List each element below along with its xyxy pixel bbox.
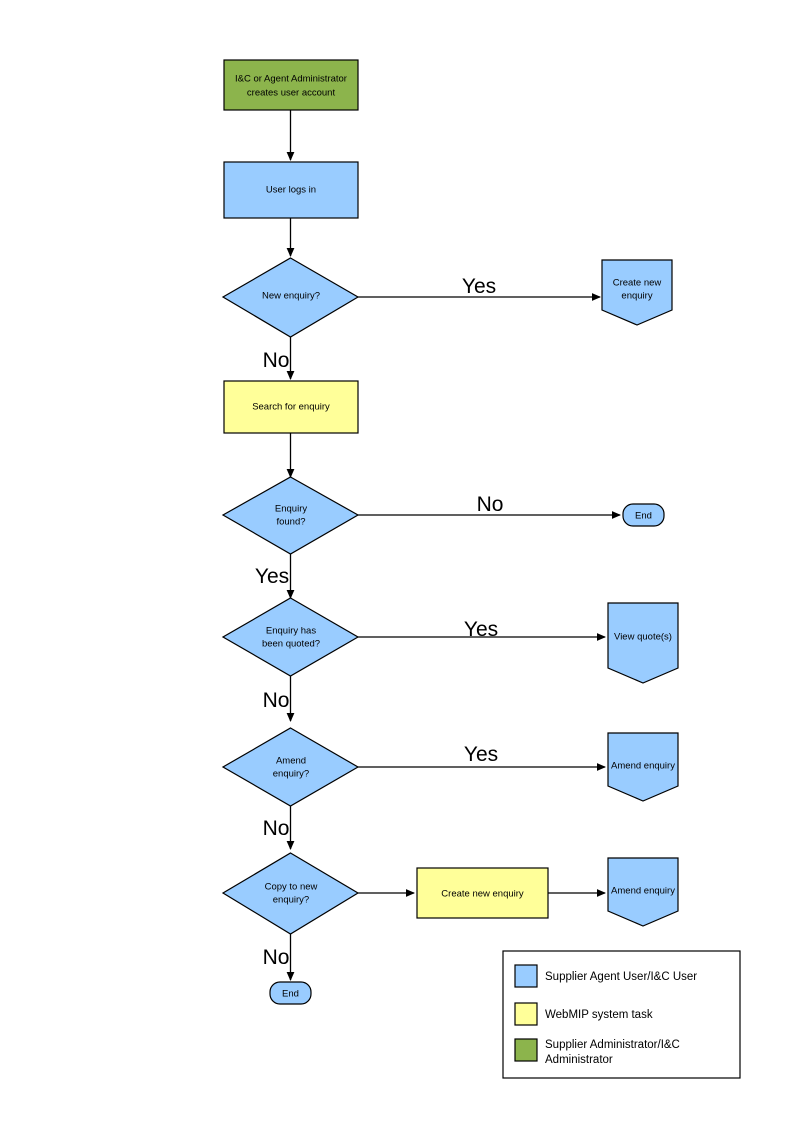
amend-enquiry-bottom-shape[interactable] <box>607 857 679 927</box>
enquiry-found-decision-label-2: found? <box>276 517 305 528</box>
node-admin-creates-account[interactable]: I&C or Agent Administrator creates user … <box>223 59 359 111</box>
copy-to-new-decision-label-1: Copy to new <box>265 882 318 893</box>
copy-to-new-decision-label-2: enquiry? <box>273 895 309 906</box>
enquiry-found-decision-shape[interactable] <box>221 476 360 555</box>
end-top-shape[interactable] <box>622 503 665 527</box>
end-bottom-shape[interactable] <box>269 981 312 1005</box>
connectors <box>286 110 621 981</box>
enquiry-quoted-decision-shape[interactable] <box>221 597 360 677</box>
user-logs-in-label: User logs in <box>266 185 316 196</box>
node-search-for-enquiry[interactable]: Search for enquiry <box>223 380 359 434</box>
edge-label-quoted-yes: Yes <box>464 618 498 641</box>
search-for-enquiry-shape[interactable] <box>223 380 359 434</box>
amend-enquiry-decision-label-1: Amend <box>276 756 306 767</box>
node-user-logs-in[interactable]: User logs in <box>223 161 359 219</box>
amend-enquiry-bottom-label: Amend enquiry <box>611 886 675 897</box>
legend-swatch-system-yellow <box>514 1002 538 1026</box>
node-amend-enquiry-decision[interactable]: Amend enquiry? <box>221 727 360 807</box>
edge-label-new-enquiry-no: No <box>263 349 290 372</box>
legend-item-supplier-agent-user: Supplier Agent User/I&C User <box>514 964 697 988</box>
create-new-enquiry-bottom-shape[interactable] <box>416 867 549 919</box>
enquiry-quoted-decision-label-2: been quoted? <box>262 639 320 650</box>
copy-to-new-decision-shape[interactable] <box>221 852 360 935</box>
legend-swatch-admin-green <box>514 1038 538 1062</box>
amend-enquiry-mid-shape[interactable] <box>607 732 679 802</box>
node-create-new-enquiry-top[interactable]: Create new enquiry <box>601 259 673 326</box>
create-new-enquiry-top-label-2: enquiry <box>621 291 652 302</box>
view-quotes-shape[interactable] <box>607 602 679 684</box>
legend-label-supplier-agent-user: Supplier Agent User/I&C User <box>545 971 697 983</box>
legend-item-supplier-administrator: Supplier Administrator/I&C Administrator <box>514 1038 680 1066</box>
create-new-enquiry-top-label-1: Create new <box>613 278 662 289</box>
enquiry-found-decision-label-1: Enquiry <box>275 504 307 515</box>
edge-label-amend-yes: Yes <box>464 743 498 766</box>
legend-panel <box>502 950 741 1079</box>
create-new-enquiry-bottom-label: Create new enquiry <box>441 889 524 900</box>
create-new-enquiry-top-shape[interactable] <box>601 259 673 326</box>
node-end-bottom[interactable]: End <box>269 981 312 1005</box>
legend-label-webmip-system-task: WebMIP system task <box>545 1009 653 1021</box>
admin-creates-account-label-1: I&C or Agent Administrator <box>235 74 347 85</box>
end-bottom-label: End <box>282 989 299 1000</box>
legend-item-webmip-system-task: WebMIP system task <box>514 1002 653 1026</box>
view-quotes-label: View quote(s) <box>614 632 672 643</box>
end-top-label: End <box>635 511 652 522</box>
amend-enquiry-mid-label: Amend enquiry <box>611 761 675 772</box>
node-create-new-enquiry-bottom[interactable]: Create new enquiry <box>416 867 549 919</box>
edge-label-enquiry-found-no: No <box>477 493 504 516</box>
amend-enquiry-decision-shape[interactable] <box>221 727 360 807</box>
node-amend-enquiry-bottom[interactable]: Amend enquiry <box>607 857 679 927</box>
node-enquiry-quoted-decision[interactable]: Enquiry has been quoted? <box>221 597 360 677</box>
node-end-top[interactable]: End <box>622 503 665 527</box>
edge-label-copy-no: No <box>263 946 290 969</box>
legend-label-supplier-administrator-1: Supplier Administrator/I&C <box>545 1039 680 1051</box>
edge-labels: Yes No No Yes Yes No Yes No No <box>255 275 504 969</box>
edge-label-amend-no: No <box>263 817 290 840</box>
edge-label-enquiry-found-yes: Yes <box>255 565 289 588</box>
new-enquiry-decision-label: New enquiry? <box>262 291 320 302</box>
legend-label-supplier-administrator-2: Administrator <box>545 1054 613 1066</box>
node-new-enquiry-decision[interactable]: New enquiry? <box>221 257 360 338</box>
admin-creates-account-label-2: creates user account <box>247 88 336 99</box>
amend-enquiry-decision-label-2: enquiry? <box>273 769 309 780</box>
new-enquiry-decision-shape[interactable] <box>221 257 360 338</box>
enquiry-quoted-decision-label-1: Enquiry has <box>266 626 316 637</box>
admin-creates-account-shape[interactable] <box>223 59 359 111</box>
edge-label-quoted-no: No <box>263 689 290 712</box>
legend: Supplier Agent User/I&C User WebMIP syst… <box>502 950 741 1079</box>
edge-label-new-enquiry-yes: Yes <box>462 275 496 298</box>
legend-swatch-user-blue <box>514 964 538 988</box>
node-view-quotes[interactable]: View quote(s) <box>607 602 679 684</box>
node-enquiry-found-decision[interactable]: Enquiry found? <box>221 476 360 555</box>
node-amend-enquiry-mid[interactable]: Amend enquiry <box>607 732 679 802</box>
user-logs-in-shape[interactable] <box>223 161 359 219</box>
search-for-enquiry-label: Search for enquiry <box>252 402 330 413</box>
node-copy-to-new-decision[interactable]: Copy to new enquiry? <box>221 852 360 935</box>
